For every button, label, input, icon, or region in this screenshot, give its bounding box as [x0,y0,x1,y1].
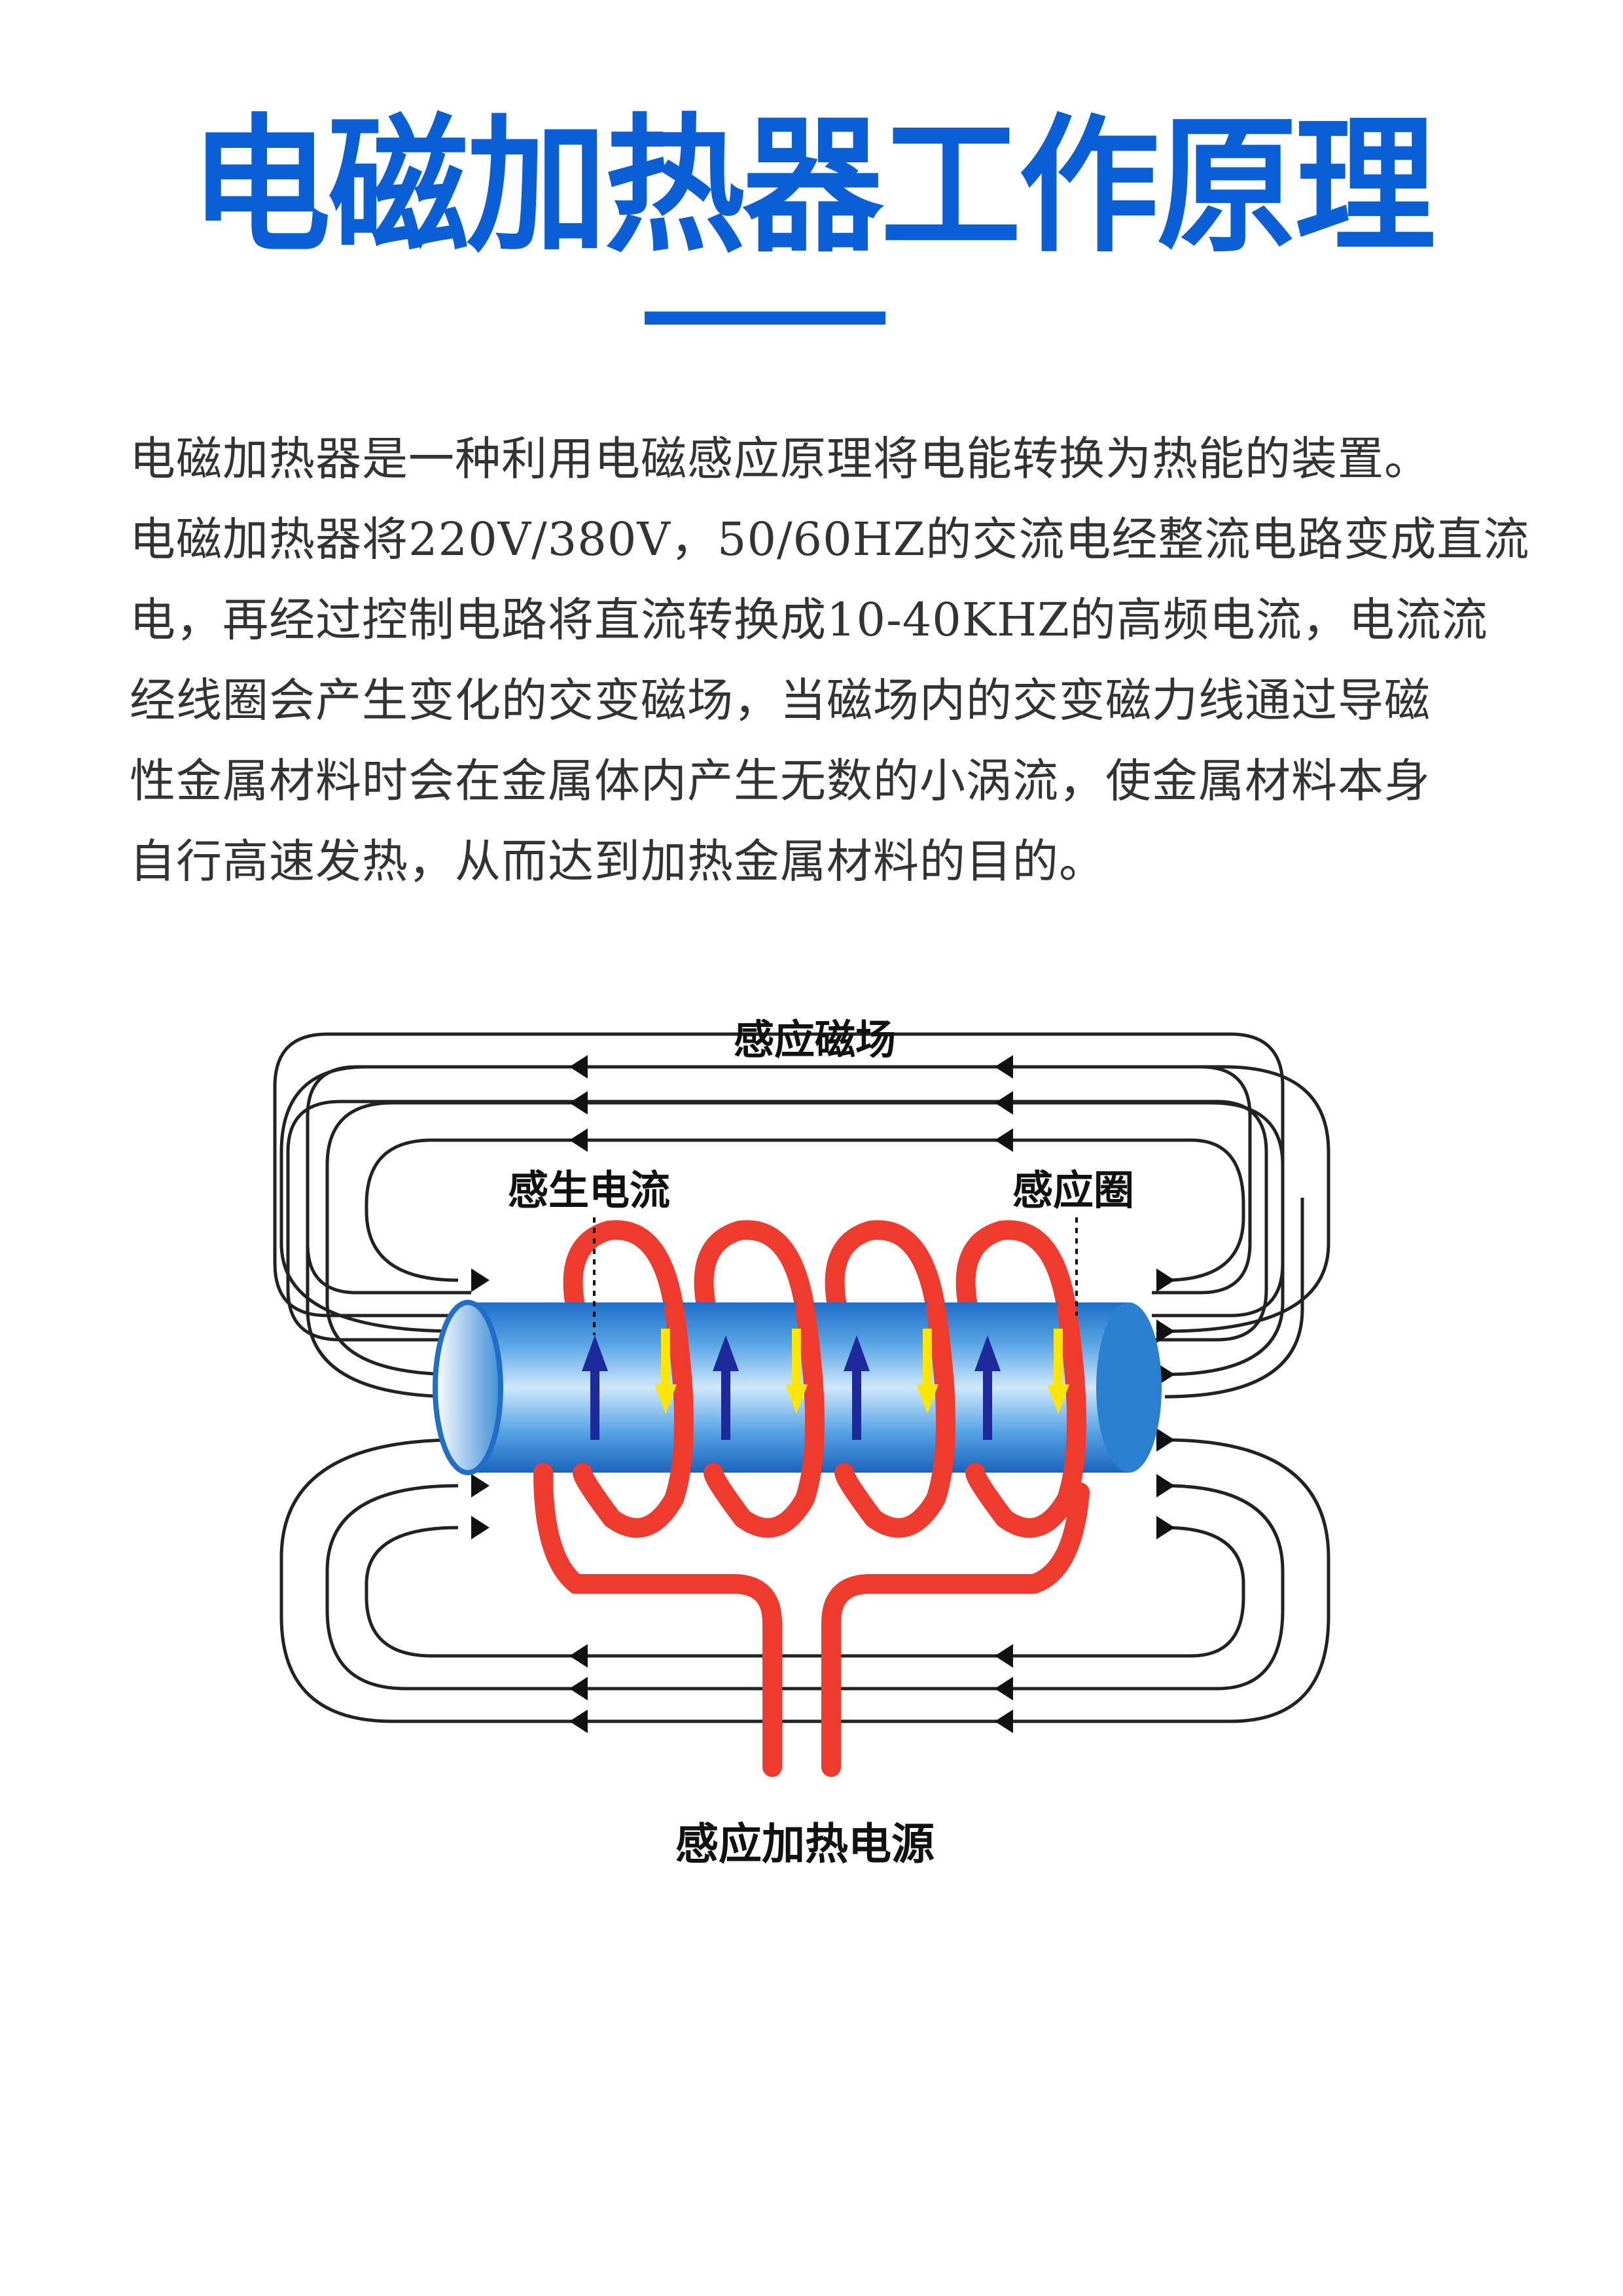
intro-line: 电磁加热器是一种利用电磁感应原理将电能转换为热能的装置。 [130,432,1431,486]
intro-line: 自行高速发热，从而达到加热金属材料的目的。 [130,834,1105,888]
intro-line: 性金属材料时会在金属体内产生无数的小涡流，使金属材料本身 [130,754,1431,808]
label-magnetic-field: 感应磁场 [734,1016,896,1064]
label-induction-coil: 感应圈 [1012,1166,1134,1214]
intro-line: 电磁加热器将220V/380V，50/60HZ的交流电经整流电路变成直流 [130,512,1530,566]
label-leaders [593,1217,1078,1335]
page-title: 电磁加热器工作原理 [190,99,1436,273]
title-underline [645,312,885,325]
intro-line: 电，再经过控制电路将直流转换成10-40KHZ的高频电流，电流流 [130,593,1488,647]
label-induced-current: 感生电流 [508,1166,670,1214]
field-loops [279,1065,1330,1723]
eddy-current-arrows [582,1335,1001,1440]
label-power-supply: 感应加热电源 [675,1819,935,1869]
intro-line: 经线圈会产生变化的交变磁场，当磁场内的交变磁力线通过导磁 [130,673,1431,727]
intro-paragraph: 电磁加热器是一种利用电磁感应原理将电能转换为热能的装置。 电磁加热器将220V/… [130,419,1530,902]
coil-back [563,1220,1077,1319]
coil-current-arrows [654,1329,1069,1414]
induction-coil [533,1299,1090,1777]
